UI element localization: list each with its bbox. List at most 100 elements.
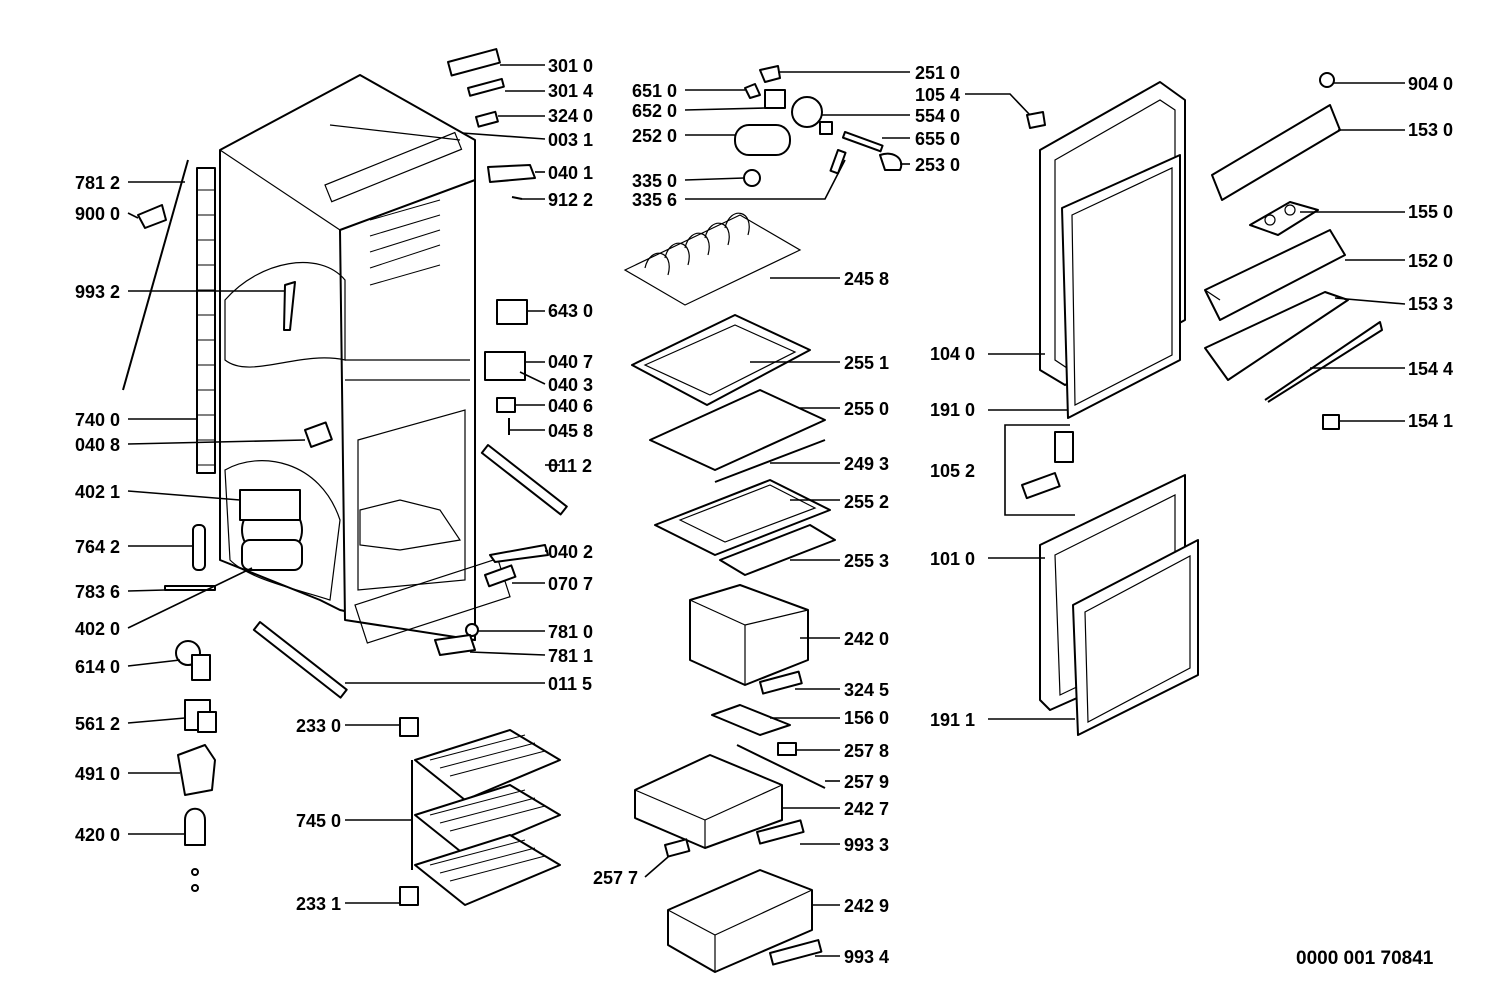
label-9934: 993 4 [844, 947, 889, 967]
label-1544: 154 4 [1408, 359, 1453, 379]
label-3014: 301 4 [548, 81, 593, 101]
label-5612: 561 2 [75, 714, 120, 734]
label-2552: 255 2 [844, 492, 889, 512]
label-1911: 191 1 [930, 710, 975, 730]
label-2551: 255 1 [844, 353, 889, 373]
thermostat-sensor [283, 281, 296, 331]
part-6430 [496, 299, 528, 325]
label-0402: 040 2 [548, 542, 593, 562]
label-7812: 781 2 [75, 173, 120, 193]
label-7811: 781 1 [548, 646, 593, 666]
cover-0707 [484, 564, 517, 588]
label-7810: 781 0 [548, 622, 593, 642]
egg-tray-1550 [1249, 201, 1319, 236]
label-2510: 251 0 [915, 63, 960, 83]
label-1560: 156 0 [844, 708, 889, 728]
hinge-kit-1052 [1004, 424, 1075, 516]
grille-7811 [434, 634, 476, 656]
bracket-0408 [304, 421, 333, 448]
leader-lines [127, 64, 1406, 957]
shim-3014 [467, 77, 505, 97]
part-labels: 301 0 301 4 324 0 003 1 040 1 912 2 781 … [75, 56, 1453, 967]
label-3245: 324 5 [844, 680, 889, 700]
label-0401: 040 1 [548, 163, 593, 183]
evaporator-grid [623, 212, 802, 306]
crisper-drawer-2420 [689, 584, 809, 686]
label-5540: 554 0 [915, 106, 960, 126]
label-9000: 900 0 [75, 204, 120, 224]
label-3010: 301 0 [548, 56, 593, 76]
label-1520: 152 0 [1408, 251, 1453, 271]
label-2331: 233 1 [296, 894, 341, 914]
label-2427: 242 7 [844, 799, 889, 819]
label-2530: 253 0 [915, 155, 960, 175]
label-1052: 105 2 [930, 461, 975, 481]
label-2520: 252 0 [632, 126, 677, 146]
label-7450: 745 0 [296, 811, 341, 831]
label-9122: 912 2 [548, 190, 593, 210]
label-1010: 101 0 [930, 549, 975, 569]
label-1530: 153 0 [1408, 120, 1453, 140]
handle-9934 [769, 939, 823, 966]
compressor [239, 489, 303, 571]
label-2579: 257 9 [844, 772, 889, 792]
hinge-0401 [487, 164, 536, 183]
label-3350: 335 0 [632, 171, 677, 191]
cap-7810 [465, 623, 479, 637]
bottle-rail-1544 [1264, 321, 1383, 403]
grommet-1 [191, 868, 199, 876]
shelf-frame-2552 [654, 479, 831, 556]
label-0707: 070 7 [548, 574, 593, 594]
glass-shelf-2550 [649, 389, 826, 471]
label-0403: 040 3 [548, 375, 593, 395]
label-0112: 011 2 [548, 456, 592, 476]
label-2420: 242 0 [844, 629, 889, 649]
label-1040: 104 0 [930, 344, 975, 364]
label-2577: 257 7 [593, 868, 638, 888]
label-1910: 191 0 [930, 400, 975, 420]
label-0031: 003 1 [548, 130, 593, 150]
door-bin-1520 [1204, 229, 1346, 321]
label-2330: 233 0 [296, 716, 341, 736]
label-1054: 105 4 [915, 85, 960, 105]
rail-0112 [480, 444, 568, 516]
door-bin-1533 [1204, 291, 1349, 381]
plate-3240 [474, 110, 499, 128]
washer-9040 [1319, 72, 1335, 88]
label-6550: 655 0 [915, 129, 960, 149]
screw-9122 [511, 196, 523, 200]
label-2553: 255 3 [844, 551, 889, 571]
part-2578 [777, 742, 797, 756]
condenser-pipe [122, 159, 216, 474]
label-1541: 154 1 [1408, 411, 1453, 431]
label-1550: 155 0 [1408, 202, 1453, 222]
label-2550: 255 0 [844, 399, 889, 419]
label-7836: 783 6 [75, 582, 120, 602]
rail-0115 [252, 621, 348, 699]
filter-dryer [192, 524, 206, 571]
freezer-shelves [399, 717, 561, 906]
label-0458: 045 8 [548, 421, 593, 441]
hinge-0407 [484, 351, 526, 381]
label-0407: 040 7 [548, 352, 593, 372]
label-2493: 249 3 [844, 454, 889, 474]
label-4200: 420 0 [75, 825, 120, 845]
label-6140: 614 0 [75, 657, 120, 677]
label-0408: 040 8 [75, 435, 120, 455]
grommet-2 [191, 884, 199, 892]
label-2429: 242 9 [844, 896, 889, 916]
overload-protector [184, 699, 217, 733]
crisper-cover-2553 [719, 524, 836, 576]
start-relay [175, 640, 211, 681]
handle-9933 [756, 819, 805, 845]
clip-1541 [1322, 414, 1340, 430]
freezer-drawer-2429 [667, 869, 813, 973]
butter-lid-1530 [1211, 104, 1341, 201]
drawing-reference-code: 0000 001 70841 [1296, 948, 1434, 969]
plate-0406 [496, 397, 516, 413]
trim-2493 [714, 439, 826, 483]
capacitor [184, 807, 206, 846]
label-0115: 011 5 [548, 674, 592, 694]
label-4910: 491 0 [75, 764, 120, 784]
